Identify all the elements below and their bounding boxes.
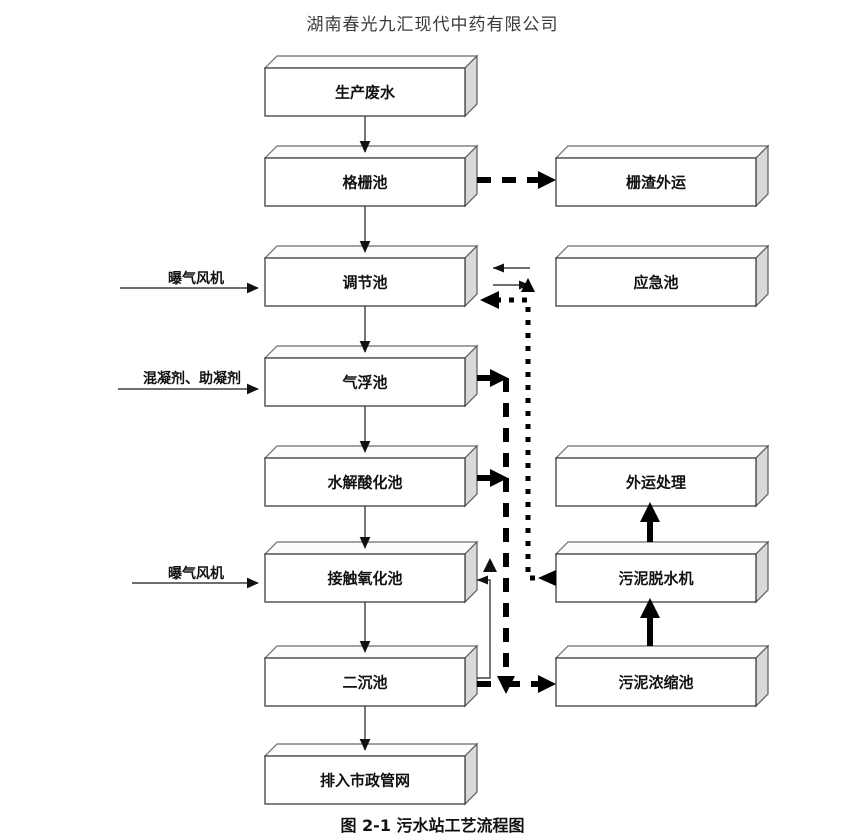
node-label: 二沉池 bbox=[342, 674, 387, 692]
node-erchenchi[interactable]: 二沉池 bbox=[263, 644, 479, 708]
node-label: 接触氧化池 bbox=[327, 570, 402, 588]
input-label-coagulant: 混凝剂、助凝剂 bbox=[143, 370, 241, 387]
input-label-aeration-1: 曝气风机 bbox=[168, 270, 224, 287]
node-shengchanfeishui[interactable]: 生产废水 bbox=[263, 54, 479, 118]
node-zhazhawaiyun[interactable]: 栅渣外运 bbox=[554, 144, 770, 208]
node-label: 气浮池 bbox=[341, 374, 387, 392]
node-pairushizhengguanwang[interactable]: 排入市政管网 bbox=[263, 742, 479, 806]
input-label-aeration-2: 曝气风机 bbox=[168, 565, 224, 582]
node-wuninongsuochi[interactable]: 污泥浓缩池 bbox=[554, 644, 770, 708]
edge-dewater-to-transport bbox=[640, 502, 660, 542]
edge-thicken-to-dewater bbox=[640, 598, 660, 646]
edge-sludge-return bbox=[476, 558, 497, 679]
node-label: 污泥浓缩池 bbox=[618, 674, 693, 692]
node-label: 格栅池 bbox=[342, 174, 387, 192]
node-label: 生产废水 bbox=[335, 84, 396, 102]
node-waiyunchuli[interactable]: 外运处理 bbox=[554, 444, 770, 508]
edge-tiaojie-yingji bbox=[492, 263, 531, 290]
node-yingjichi[interactable]: 应急池 bbox=[554, 244, 770, 308]
figure-caption: 图 2-1 污水站工艺流程图 bbox=[340, 816, 525, 835]
node-label: 排入市政管网 bbox=[320, 772, 410, 790]
node-label: 应急池 bbox=[633, 274, 678, 292]
edge-grit-to-transport bbox=[477, 171, 556, 189]
node-tiaojiechi[interactable]: 调节池 bbox=[263, 244, 479, 308]
node-jiechuyanghuachi[interactable]: 接触氧化池 bbox=[263, 540, 479, 604]
page-title: 湖南春光九汇现代中药有限公司 bbox=[306, 15, 559, 35]
node-label: 外运处理 bbox=[625, 474, 686, 492]
node-wunituoshuiji[interactable]: 污泥脱水机 bbox=[554, 540, 770, 604]
node-qifuchi[interactable]: 气浮池 bbox=[263, 344, 479, 408]
node-label: 水解酸化池 bbox=[327, 474, 402, 492]
node-label: 栅渣外运 bbox=[626, 174, 686, 192]
node-label: 调节池 bbox=[342, 274, 387, 292]
node-gezhachi[interactable]: 格栅池 bbox=[263, 144, 479, 208]
edge-sludge-line bbox=[477, 369, 556, 694]
node-label: 污泥脱水机 bbox=[618, 570, 693, 588]
node-shuijiesuanhuachi[interactable]: 水解酸化池 bbox=[263, 444, 479, 508]
edge-filtrate-return bbox=[480, 278, 556, 586]
